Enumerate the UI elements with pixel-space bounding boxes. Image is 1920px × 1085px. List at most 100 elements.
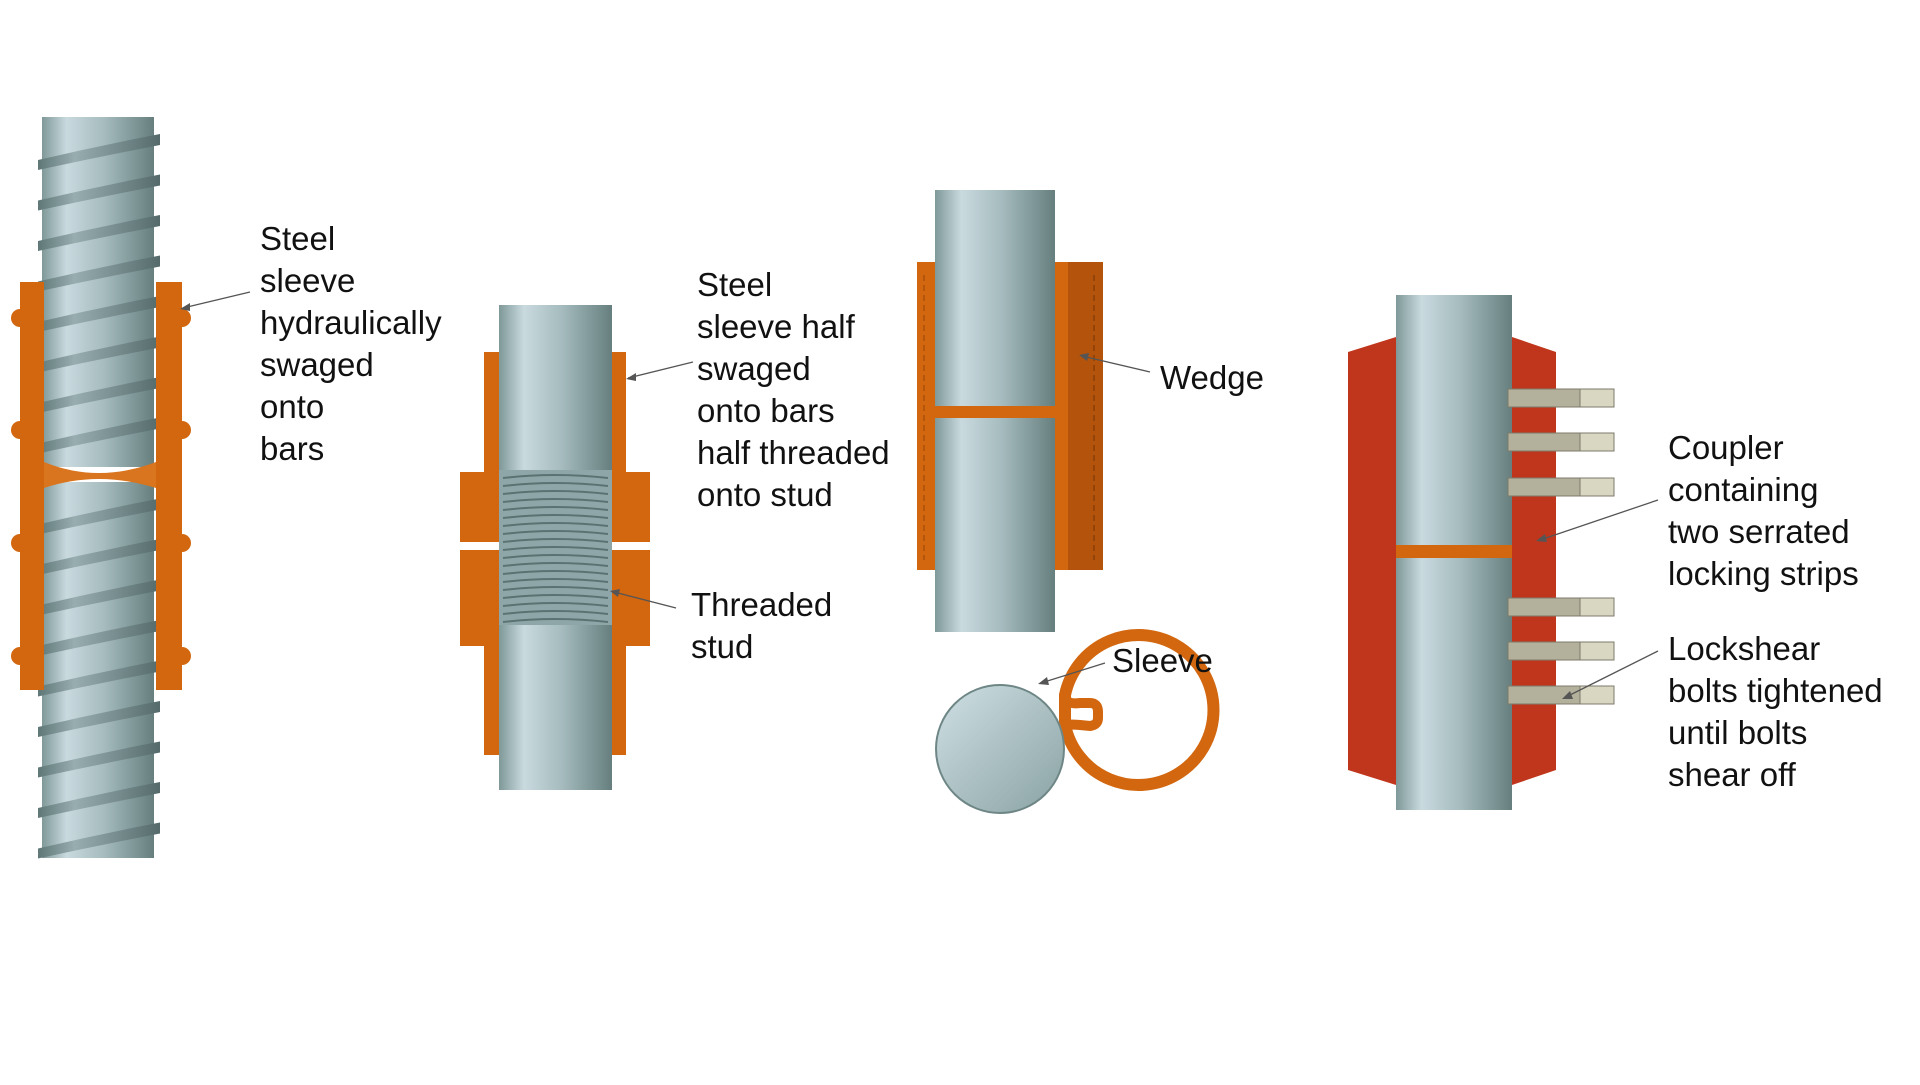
thread-line	[502, 482, 609, 487]
rebar-rib	[38, 822, 160, 859]
swaged-sleeve-label-line: onto	[260, 388, 324, 425]
half-swaged-label-line: sleeve half	[697, 308, 856, 345]
wedge-label: Wedge	[1160, 359, 1264, 396]
lockshear-bolt-head	[1579, 641, 1615, 661]
bolts-label-line: shear off	[1668, 756, 1797, 793]
threaded-stud-label-line: stud	[691, 628, 753, 665]
swaged-sleeve-label-line: sleeve	[260, 262, 355, 299]
half-swaged-label-line: Steel	[697, 266, 772, 303]
sleeve-ring	[1059, 629, 1220, 791]
leader-arrowhead	[1562, 691, 1573, 699]
bar-section	[935, 684, 1065, 814]
swaged-sleeve-label-line: hydraulically	[260, 304, 442, 341]
sleeve-label: Sleeve	[1112, 642, 1213, 679]
bolts-label-line: until bolts	[1668, 714, 1807, 751]
thread-line	[502, 546, 609, 551]
swaged-sleeve-bumps	[11, 309, 191, 665]
rebar-rib	[38, 134, 160, 170]
bolts-label-line: Lockshear	[1668, 630, 1820, 667]
swaged-sleeve-label-line: bars	[260, 430, 324, 467]
swaged-sleeve-joint	[44, 462, 156, 488]
lockshear-bolt-shank	[1507, 477, 1581, 497]
sleeve-leader	[1040, 662, 1106, 684]
lockshear-bolt-head	[1579, 685, 1615, 705]
thread-line	[502, 530, 609, 535]
thread-line	[502, 610, 609, 615]
thread-line	[502, 506, 609, 511]
lockshear-coupler-diagram: Coupler containing two serrated locking str…	[1348, 295, 1883, 810]
bar-joint	[1396, 545, 1512, 558]
upper-bar	[499, 305, 612, 477]
thread-line	[502, 498, 609, 503]
bolts-label-line: bolts tightened	[1668, 672, 1883, 709]
lockshear-bolt-shank	[1507, 388, 1581, 408]
rebar-rib	[38, 620, 160, 656]
rebar-rib	[38, 498, 160, 535]
rebar-rib	[38, 417, 160, 454]
leader-arrowhead	[610, 589, 620, 597]
rebar-rib	[38, 701, 160, 737]
rebar-rib	[38, 579, 160, 616]
lockshear-bolt-shank	[1507, 432, 1581, 452]
thread-line	[502, 594, 609, 599]
thread-line	[502, 514, 609, 519]
sleeve-clip	[1060, 694, 1103, 732]
sleeve-cross-section	[935, 629, 1220, 814]
stud-threads	[502, 474, 609, 623]
rebar-rib	[38, 215, 160, 251]
coupler-label-line: containing	[1668, 471, 1818, 508]
leader-arrowhead	[1536, 534, 1547, 542]
thread-line	[502, 578, 609, 583]
lockshear-bolts	[1507, 388, 1615, 705]
upper-bar	[935, 190, 1055, 406]
thread-line	[502, 490, 609, 495]
leader-arrowhead	[180, 303, 190, 311]
half-swaged-label-line: half threaded	[697, 434, 890, 471]
leader-arrowhead	[1079, 353, 1089, 361]
swaged-sleeve-label-line: swaged	[260, 346, 374, 383]
thread-line	[502, 538, 609, 543]
bolts-label: Lockshear bolts tightened until bolts shear…	[1668, 630, 1883, 793]
coupler-leader	[1539, 499, 1659, 541]
coupler-label-line: two serrated	[1668, 513, 1850, 550]
thread-line	[502, 586, 609, 591]
leader-arrowhead	[1038, 677, 1049, 685]
swaged-sleeve-left-wall	[20, 282, 54, 690]
wedge	[1068, 262, 1103, 570]
threaded-stud-label-line: Threaded	[691, 586, 832, 623]
lockshear-bolt-shank	[1507, 597, 1581, 617]
half-swaged-label-line: onto stud	[697, 476, 833, 513]
rebar-rib	[38, 296, 160, 332]
thread-line	[502, 522, 609, 527]
thread-line	[502, 474, 609, 479]
sleeve-web	[935, 406, 1055, 418]
rebar-rib	[38, 741, 160, 778]
rebar-rib	[38, 782, 160, 818]
lockshear-bolt-head	[1579, 597, 1615, 617]
half-swaged-leader	[627, 361, 694, 379]
swaged-sleeve-right-wall	[146, 282, 182, 690]
lockshear-bolt-head	[1579, 432, 1615, 452]
threaded-stud-leader	[613, 591, 677, 609]
thread-line	[502, 562, 609, 567]
rebar-rib	[38, 174, 160, 211]
leader-arrowhead	[626, 373, 636, 381]
lower-bar	[935, 418, 1055, 632]
rebar-rib	[38, 336, 160, 373]
upper-bar	[1396, 295, 1512, 545]
thread-line	[502, 570, 609, 575]
threaded-stud-label: Threaded stud	[691, 586, 832, 665]
swaged-sleeve-leader	[182, 291, 251, 309]
half-swaged-label-line: onto bars	[697, 392, 835, 429]
coupler-label-line: Coupler	[1668, 429, 1784, 466]
rebar-ribs	[38, 134, 160, 859]
rebar-rib	[38, 255, 160, 292]
coupler-label-line: locking strips	[1668, 555, 1859, 592]
rebar-rib	[38, 377, 160, 413]
